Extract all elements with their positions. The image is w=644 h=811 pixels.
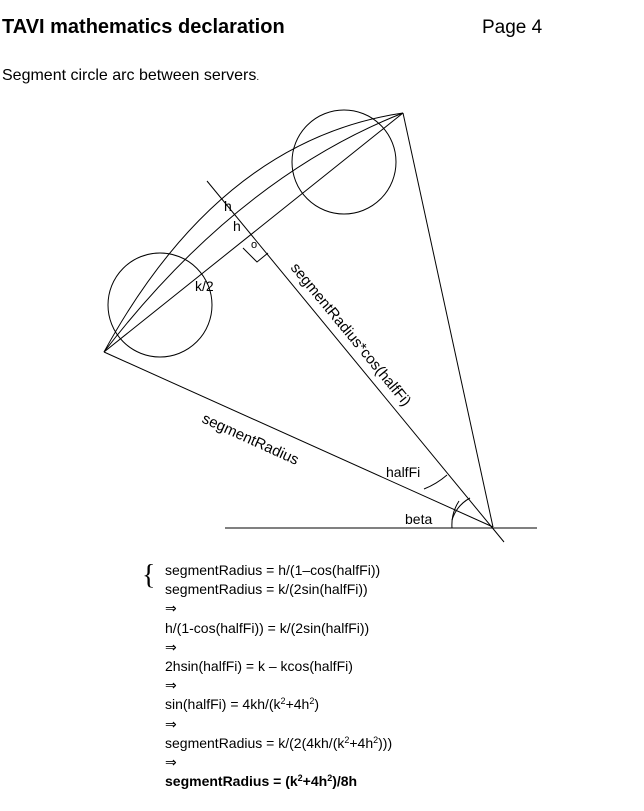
label-h-outer: h bbox=[224, 198, 232, 214]
label-beta: beta bbox=[405, 511, 432, 527]
section-heading-text: Segment circle arc between servers bbox=[2, 67, 257, 84]
implies-arrow-5: ⇒ bbox=[165, 753, 177, 770]
halffi-angle-arc bbox=[423, 474, 448, 490]
label-h-inner: h bbox=[233, 218, 241, 234]
label-segment-radius-cos: segmentRadius*cos(halfFi) bbox=[287, 260, 414, 410]
equation-4: 2hsin(halfFi) = k – kcos(halfFi) bbox=[165, 657, 353, 674]
segment-arc-inner bbox=[103, 112, 404, 353]
document-title: TAVI mathematics declaration bbox=[2, 16, 285, 38]
server-circle-right bbox=[291, 109, 397, 215]
implies-arrow-2: ⇒ bbox=[165, 638, 177, 655]
label-halffi: halfFi bbox=[386, 464, 420, 480]
radius-line-right bbox=[402, 112, 494, 528]
implies-arrow-1: ⇒ bbox=[165, 600, 177, 617]
bisector-line bbox=[206, 180, 505, 543]
radius-line-left bbox=[103, 351, 494, 528]
equation-5: sin(halfFi) = 4kh/(k2+4h2) bbox=[165, 696, 319, 713]
implies-arrow-3: ⇒ bbox=[165, 677, 177, 694]
page-number: Page 4 bbox=[482, 17, 543, 38]
server-circle-left bbox=[107, 252, 213, 358]
equation-2: segmentRadius = k/(2sin(halfFi)) bbox=[165, 581, 368, 598]
equation-6: segmentRadius = k/(2(4kh/(k2+4h2))) bbox=[165, 734, 393, 751]
equation-system-brace: { bbox=[142, 560, 156, 591]
equation-1: segmentRadius = h/(1–cos(halfFi)) bbox=[165, 562, 381, 578]
implies-arrow-4: ⇒ bbox=[165, 715, 177, 732]
beta-angle-arc bbox=[451, 500, 460, 529]
label-o: o bbox=[251, 239, 257, 251]
derivation-block: segmentRadius = h/(1–cos(halfFi)) segmen… bbox=[165, 561, 392, 791]
equation-3: h/(1-cos(halfFi)) = k/(2sin(halfFi)) bbox=[165, 619, 370, 636]
right-angle-marker bbox=[242, 247, 269, 263]
beta-angle-arc-2 bbox=[451, 497, 471, 521]
section-heading-period: . bbox=[256, 72, 260, 83]
label-segment-radius: segmentRadius bbox=[199, 410, 301, 469]
equation-final: segmentRadius = (k2+4h2)/8h bbox=[165, 773, 358, 790]
label-k-half: k/2 bbox=[195, 278, 214, 294]
chord-line bbox=[103, 112, 404, 353]
section-heading: Segment circle arc between servers. bbox=[2, 67, 259, 85]
segment-arc-outer bbox=[103, 112, 404, 353]
